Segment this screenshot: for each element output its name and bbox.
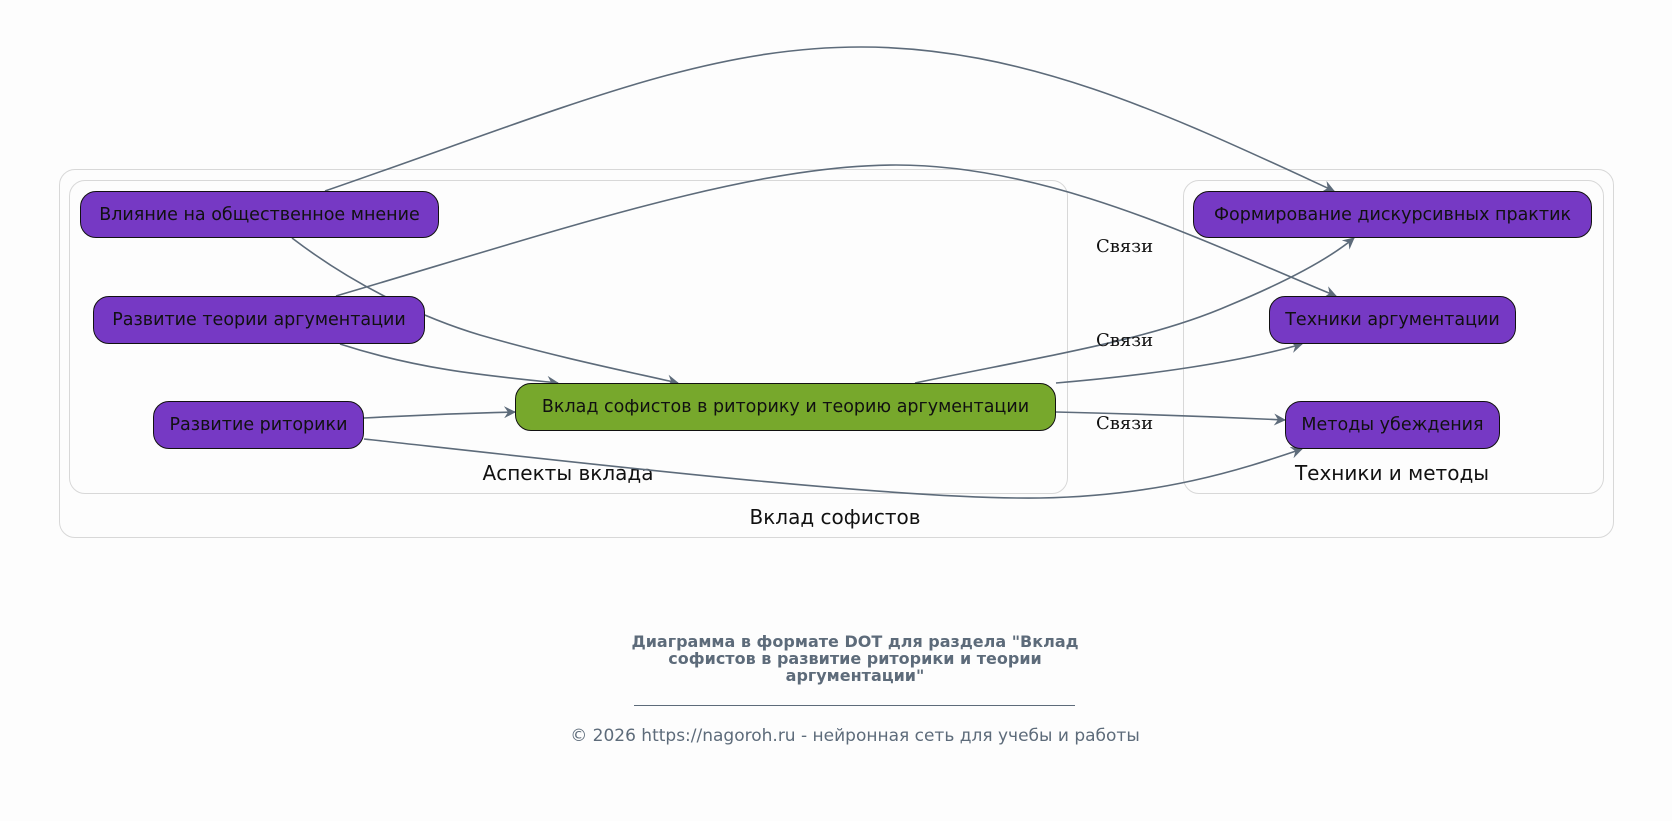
- edge-label: Связи: [1096, 236, 1154, 257]
- cluster-aspects-label: Аспекты вклада: [482, 461, 654, 485]
- footer-title: Диаграмма в формате DOT для раздела "Вкл…: [600, 633, 1110, 684]
- node-influence[interactable]: Влияние на общественное мнение: [80, 191, 439, 238]
- node-persuasion-methods[interactable]: Методы убеждения: [1285, 401, 1500, 449]
- footer-title-line: софистов в развитие риторики и теории: [668, 649, 1042, 668]
- cluster-techniques-label: Техники и методы: [1294, 461, 1490, 485]
- node-discursive-practices[interactable]: Формирование дискурсивных практик: [1193, 191, 1592, 238]
- node-argument-theory-development[interactable]: Развитие теории аргументации: [93, 296, 425, 344]
- node-argumentation-techniques[interactable]: Техники аргументации: [1269, 296, 1516, 344]
- node-central-contribution[interactable]: Вклад софистов в риторику и теорию аргум…: [515, 383, 1056, 431]
- footer-copyright: © 2026 https://nagoroh.ru - нейронная се…: [570, 726, 1140, 746]
- cluster-outer-label: Вклад софистов: [749, 505, 921, 529]
- footer-title-line: Диаграмма в формате DOT для раздела "Вкл…: [631, 632, 1079, 651]
- edge-label: Связи: [1096, 413, 1154, 434]
- node-rhetoric-development[interactable]: Развитие риторики: [153, 401, 364, 449]
- footer-divider: [634, 705, 1075, 706]
- edge-label: Связи: [1096, 330, 1154, 351]
- footer-title-line: аргументации": [785, 666, 925, 685]
